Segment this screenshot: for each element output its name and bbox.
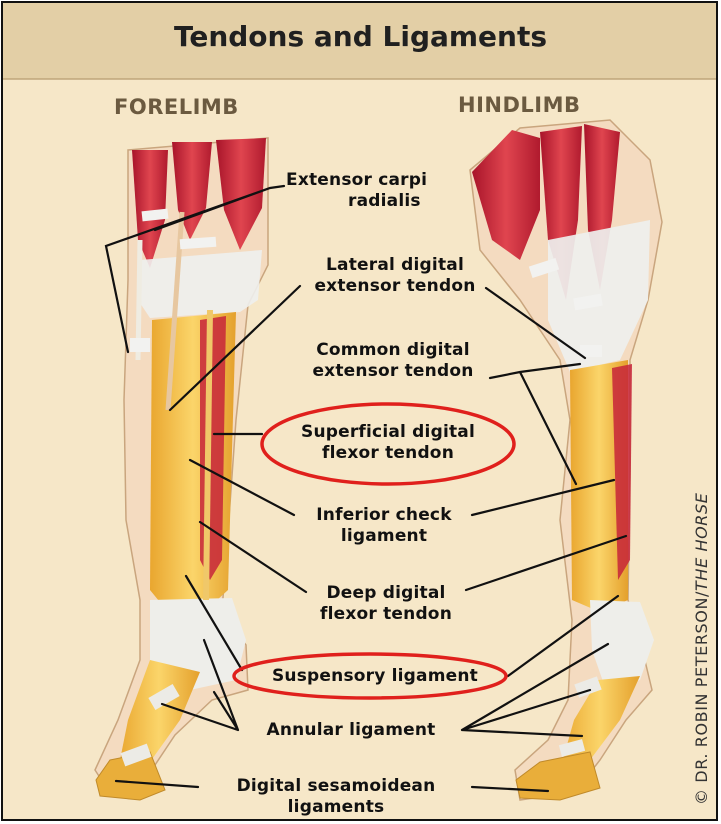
diagram-title: Tendons and Ligaments xyxy=(0,20,721,53)
hindlimb-heading: HINDLIMB xyxy=(458,93,581,117)
forelimb-carpus xyxy=(138,250,262,318)
illustration-credit: © DR. ROBIN PETERSON/THE HORSE xyxy=(692,493,711,805)
label-suspensory-ligament: Suspensory ligament xyxy=(244,666,506,687)
forelimb-heading: FORELIMB xyxy=(114,95,239,119)
label-annular-ligament: Annular ligament xyxy=(240,720,462,741)
